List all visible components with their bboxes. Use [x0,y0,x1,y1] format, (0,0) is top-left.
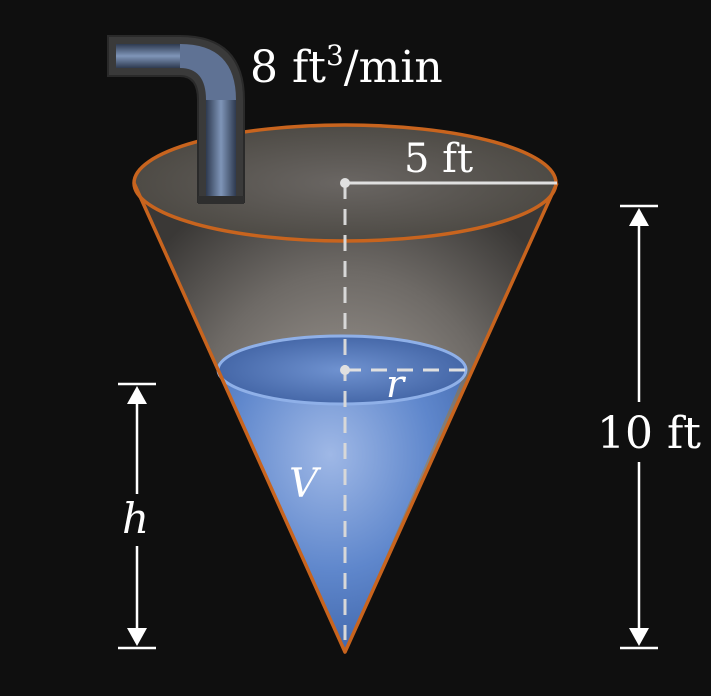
top-center-dot [340,178,350,188]
water-height-dimension [118,382,156,650]
water-center-dot [340,365,350,375]
inflow-pipe [107,35,245,204]
water-height-label: h [122,494,149,543]
water-radius-label: r [386,362,407,406]
water-volume-label: V [289,461,322,507]
flow-rate-label: 8 ft3/min [250,39,443,93]
water-body [219,370,466,652]
cone-outline [132,182,559,654]
cone-height-label: 10 ft [597,408,701,459]
top-radius-label: 5 ft [404,136,473,182]
cone-height-dimension [620,204,658,650]
